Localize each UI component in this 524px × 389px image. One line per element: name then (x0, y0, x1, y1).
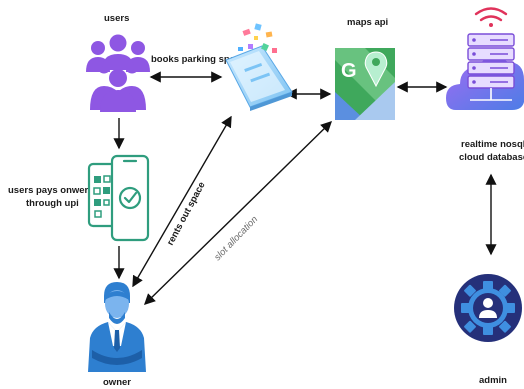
maps-node: maps api G (335, 17, 395, 120)
admin-label: admin (479, 375, 507, 386)
edge-label-books-parking-spot: books parking spot (151, 54, 239, 65)
wifi-icon (474, 7, 508, 27)
owner-person-icon (88, 282, 146, 372)
admin-gear-icon (454, 274, 522, 342)
payment-label-line1: users pays onwer (8, 185, 89, 196)
users-label: users (104, 13, 129, 24)
cloud-database-icon (446, 33, 524, 110)
users-group-icon (86, 34, 150, 112)
maps-label: maps api (347, 17, 388, 28)
owner-node: owner (88, 282, 146, 388)
admin-node: admin (454, 274, 522, 386)
payment-node: users pays onwer through upi (8, 154, 150, 242)
owner-label: owner (103, 377, 131, 388)
payment-label-line2: through upi (26, 198, 79, 209)
database-label-line2: cloud database (459, 152, 524, 163)
database-label-line1: realtime nosql (461, 139, 524, 150)
parking-app-phone-icon (225, 23, 293, 111)
edges (113, 71, 497, 305)
edge-label-slot-allocation: slot allocation (212, 214, 260, 263)
database-node: realtime nosql cloud database (446, 7, 524, 163)
upi-payment-phone-icon (87, 154, 150, 242)
edge-owner-maps (143, 121, 333, 305)
users-node: users (86, 13, 150, 112)
edge-label-rents-out-space: rents out space (165, 180, 208, 247)
google-maps-icon: G (335, 48, 395, 120)
svg-text:G: G (341, 60, 357, 82)
